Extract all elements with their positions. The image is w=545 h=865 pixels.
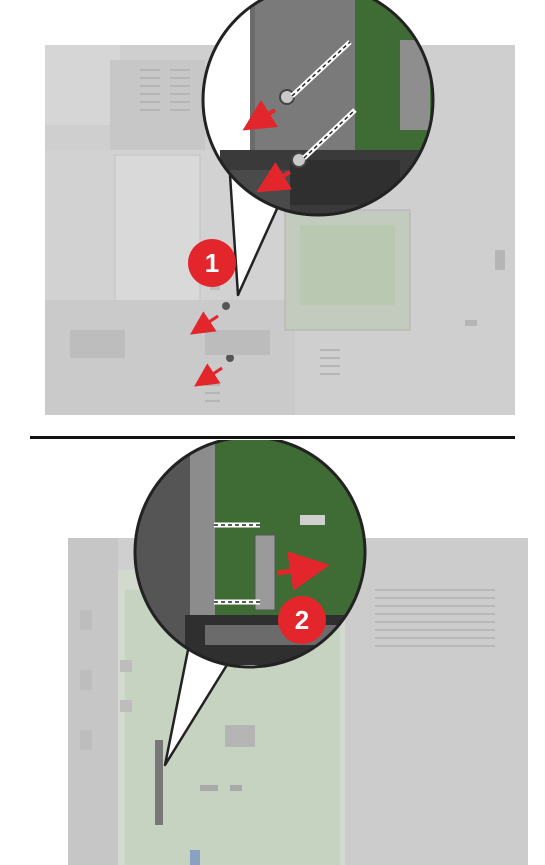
step-1-illustration: 1 bbox=[0, 0, 545, 420]
step-1-number: 1 bbox=[205, 248, 219, 278]
step-2-badge: 2 bbox=[278, 596, 326, 644]
step-divider bbox=[30, 436, 515, 439]
step-2-illustration: 2 bbox=[0, 440, 545, 865]
step-1-badge: 1 bbox=[188, 239, 236, 287]
step-2-number: 2 bbox=[295, 605, 309, 635]
